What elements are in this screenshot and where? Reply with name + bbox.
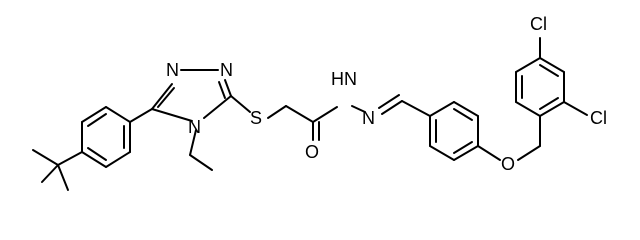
atom-label-sulfur: S: [250, 108, 262, 128]
ethyl-group: [189, 129, 213, 171]
atom-label-carbonyl-oxygen: O: [305, 142, 319, 162]
atom-label-imine-nitrogen: N: [362, 108, 375, 128]
atom-label-n2: N: [220, 60, 233, 80]
atom-label-n4: N: [188, 117, 201, 137]
benzyl-ether: [517, 115, 541, 161]
atom-label-amide-hydrogen: H: [331, 69, 344, 89]
atom-label-chlorine-top: Cl: [530, 14, 547, 34]
middle-benzene-ring: [429, 101, 501, 161]
linker-chain: [230, 94, 431, 141]
tert-butyl-group: [32, 149, 83, 191]
atom-label-chlorine-right: Cl: [590, 108, 607, 128]
atom-label-amide-nitrogen: N: [344, 69, 357, 89]
atom-label-n1: N: [166, 60, 179, 80]
left-benzene-ring: [81, 106, 153, 168]
atom-label-ether-oxygen: O: [501, 154, 515, 174]
chemical-structure: N N N S O H N N O Cl Cl: [32, 14, 607, 191]
dichlorophenyl-ring: [515, 37, 588, 117]
triazole-ring: [151, 69, 232, 122]
